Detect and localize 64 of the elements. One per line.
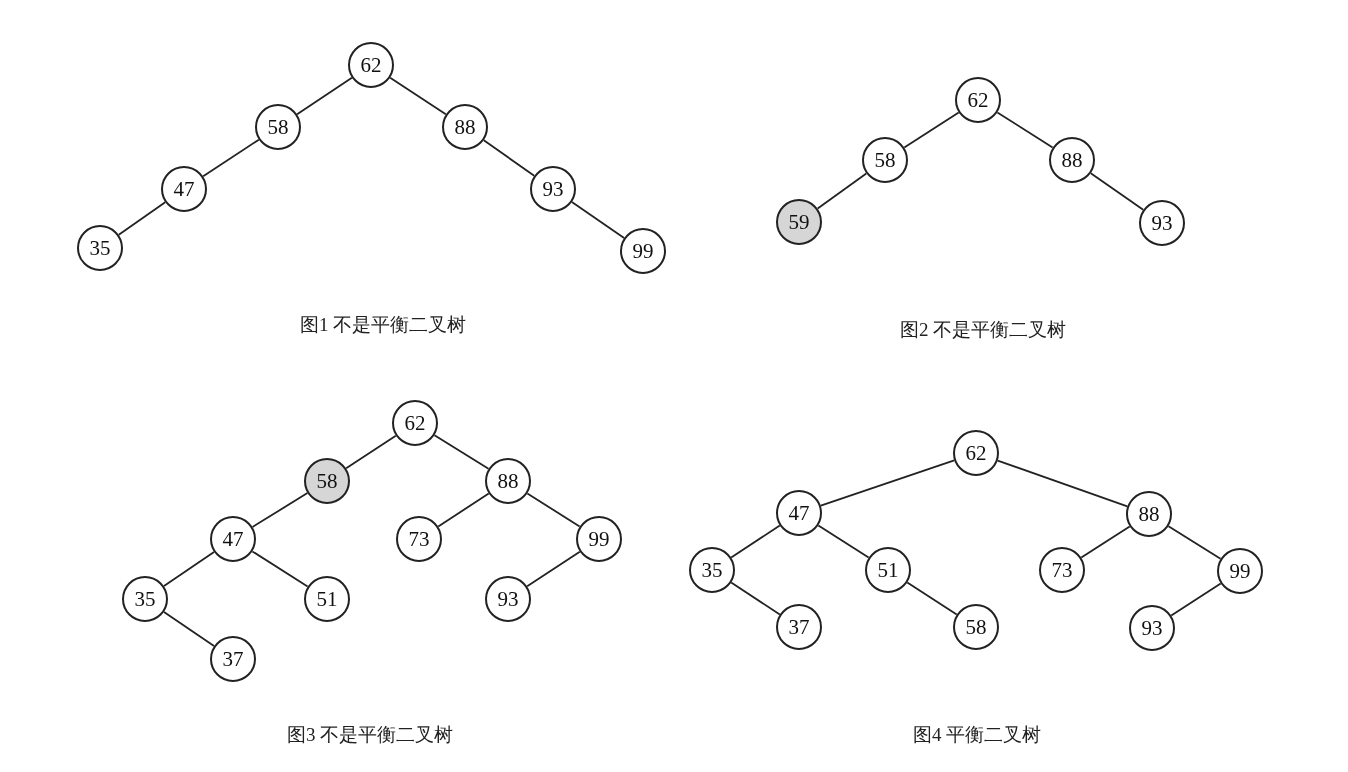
- tree-node: 73: [1039, 547, 1085, 593]
- connector-line: [345, 434, 397, 470]
- shaded-tree-node: 58: [304, 458, 350, 504]
- tree-node: 93: [1129, 605, 1175, 651]
- connector-line: [816, 172, 868, 210]
- tree-node: 37: [210, 636, 256, 682]
- tree-node: 58: [255, 104, 301, 150]
- figure-caption: 图1 不是平衡二叉树: [300, 313, 467, 337]
- connector-line: [817, 524, 870, 559]
- tree-node: 35: [122, 576, 168, 622]
- connector-line: [433, 434, 490, 470]
- connector-line: [389, 76, 447, 116]
- tree-node: 88: [1126, 491, 1172, 537]
- connector-line: [202, 138, 260, 178]
- connector-line: [163, 551, 215, 587]
- tree-node: 99: [1217, 548, 1263, 594]
- tree-node: 62: [392, 400, 438, 446]
- connector-line: [906, 581, 958, 616]
- connector-line: [819, 459, 956, 507]
- tree-node: 88: [442, 104, 488, 150]
- tree-node: 73: [396, 516, 442, 562]
- connector-line: [251, 550, 309, 588]
- connector-line: [526, 492, 581, 528]
- connector-line: [526, 550, 581, 588]
- tree-node: 51: [865, 547, 911, 593]
- tree-node: 35: [77, 225, 123, 271]
- tree-node: 47: [776, 490, 822, 536]
- connector-line: [296, 76, 353, 116]
- tree-node: 58: [953, 604, 999, 650]
- tree-node: 37: [776, 604, 822, 650]
- tree-node: 51: [304, 576, 350, 622]
- connector-line: [251, 492, 309, 528]
- connector-line: [1080, 525, 1131, 559]
- tree-node: 93: [485, 576, 531, 622]
- connector-line: [117, 201, 167, 236]
- tree-node: 58: [862, 137, 908, 183]
- tree-node: 93: [1139, 200, 1185, 246]
- figure-caption: 图2 不是平衡二叉树: [900, 318, 1067, 342]
- figure-caption: 图3 不是平衡二叉树: [287, 723, 454, 747]
- connector-line: [730, 581, 781, 616]
- tree-node: 62: [955, 77, 1001, 123]
- connector-line: [437, 492, 490, 528]
- tree-node: 93: [530, 166, 576, 212]
- connector-line: [1167, 525, 1222, 560]
- figure-caption: 图4 平衡二叉树: [913, 723, 1042, 747]
- connector-line: [163, 611, 215, 647]
- connector-line: [730, 524, 781, 559]
- tree-node: 99: [620, 228, 666, 274]
- tree-node: 99: [576, 516, 622, 562]
- tree-node: 88: [1049, 137, 1095, 183]
- connector-line: [571, 201, 625, 239]
- tree-node: 88: [485, 458, 531, 504]
- connector-line: [482, 139, 536, 177]
- tree-node: 62: [348, 42, 394, 88]
- connector-line: [996, 459, 1129, 508]
- tree-node: 62: [953, 430, 999, 476]
- connector-line: [1089, 172, 1145, 211]
- connector-line: [1170, 582, 1222, 617]
- shaded-tree-node: 59: [776, 199, 822, 245]
- tree-node: 35: [689, 547, 735, 593]
- tree-node: 47: [161, 166, 207, 212]
- connector-line: [903, 111, 960, 149]
- connector-line: [996, 111, 1054, 149]
- tree-node: 47: [210, 516, 256, 562]
